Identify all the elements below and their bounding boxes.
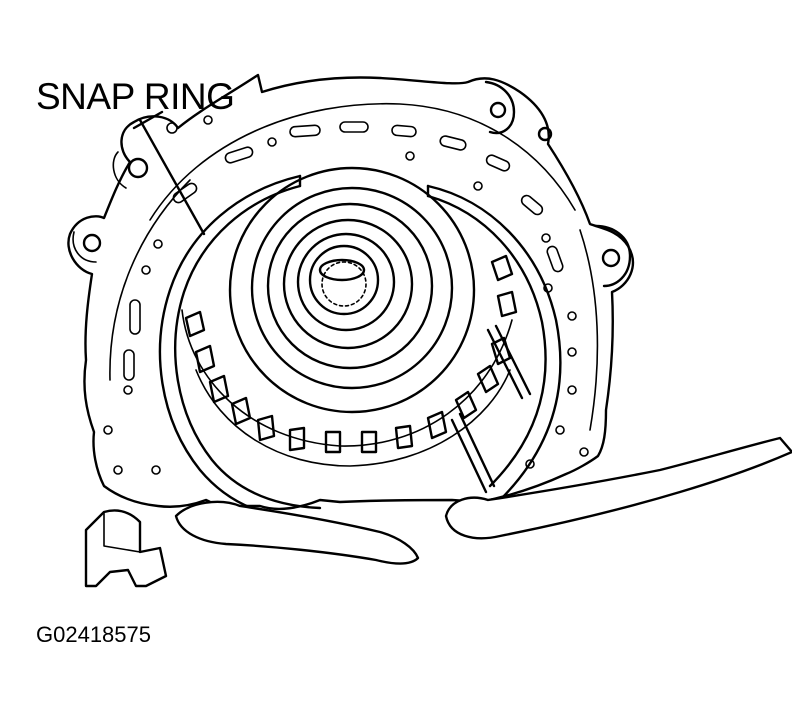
- ear-right-outline: [594, 224, 632, 288]
- bolt-hole-ear-right: [601, 248, 621, 268]
- snap-ring: [158, 174, 322, 522]
- hub-bore: [318, 258, 366, 282]
- snap-ring-right: [426, 184, 562, 502]
- figure-id: G02418575: [36, 622, 151, 647]
- ear-top-right-outline: [484, 80, 516, 135]
- drum-ring-2: [250, 186, 454, 390]
- drum-ring-5: [296, 232, 396, 332]
- bolt-hole-top: [537, 126, 553, 142]
- probe-rod-3: [486, 328, 524, 400]
- drum-ring-3: [266, 202, 434, 370]
- drum-band-lower: [195, 369, 511, 467]
- probe-rod-2: [458, 412, 496, 488]
- ear-left-outline: [72, 231, 97, 263]
- callout-leader-line: [138, 118, 206, 236]
- housing-face-arc-3: [579, 229, 599, 431]
- callout-label: SNAP RING: [36, 76, 235, 117]
- snap-ring-inner: [174, 184, 322, 510]
- bolt-hole-ear-left: [82, 233, 102, 253]
- tool-right: [444, 436, 792, 540]
- callout-leader-tick: [132, 110, 164, 130]
- bolt-hole-ear-upper: [127, 157, 149, 179]
- bolt-hole-ear-top-right: [489, 101, 507, 119]
- ear-upper-outline: [112, 151, 127, 189]
- hub-outer: [308, 244, 380, 316]
- lower-left-boss: [84, 509, 168, 588]
- probe-rod-4: [494, 324, 532, 396]
- lower-left-boss-detail: [103, 511, 141, 553]
- housing-face-holes: [103, 115, 589, 475]
- drum-band: [181, 309, 513, 447]
- housing-face-arc-1: [149, 102, 576, 221]
- drum-ring-4: [282, 218, 414, 350]
- snap-ring-right-inner: [426, 194, 547, 488]
- hub-splines: [321, 261, 367, 307]
- tool-left: [174, 500, 420, 565]
- housing-face-slots: [123, 121, 564, 381]
- drum-ring-1: [228, 166, 476, 414]
- clutch-drum-teeth: [184, 254, 518, 454]
- housing-outline: [67, 73, 635, 511]
- probe-rod-1: [450, 418, 488, 494]
- housing-face-arc-2: [109, 179, 191, 381]
